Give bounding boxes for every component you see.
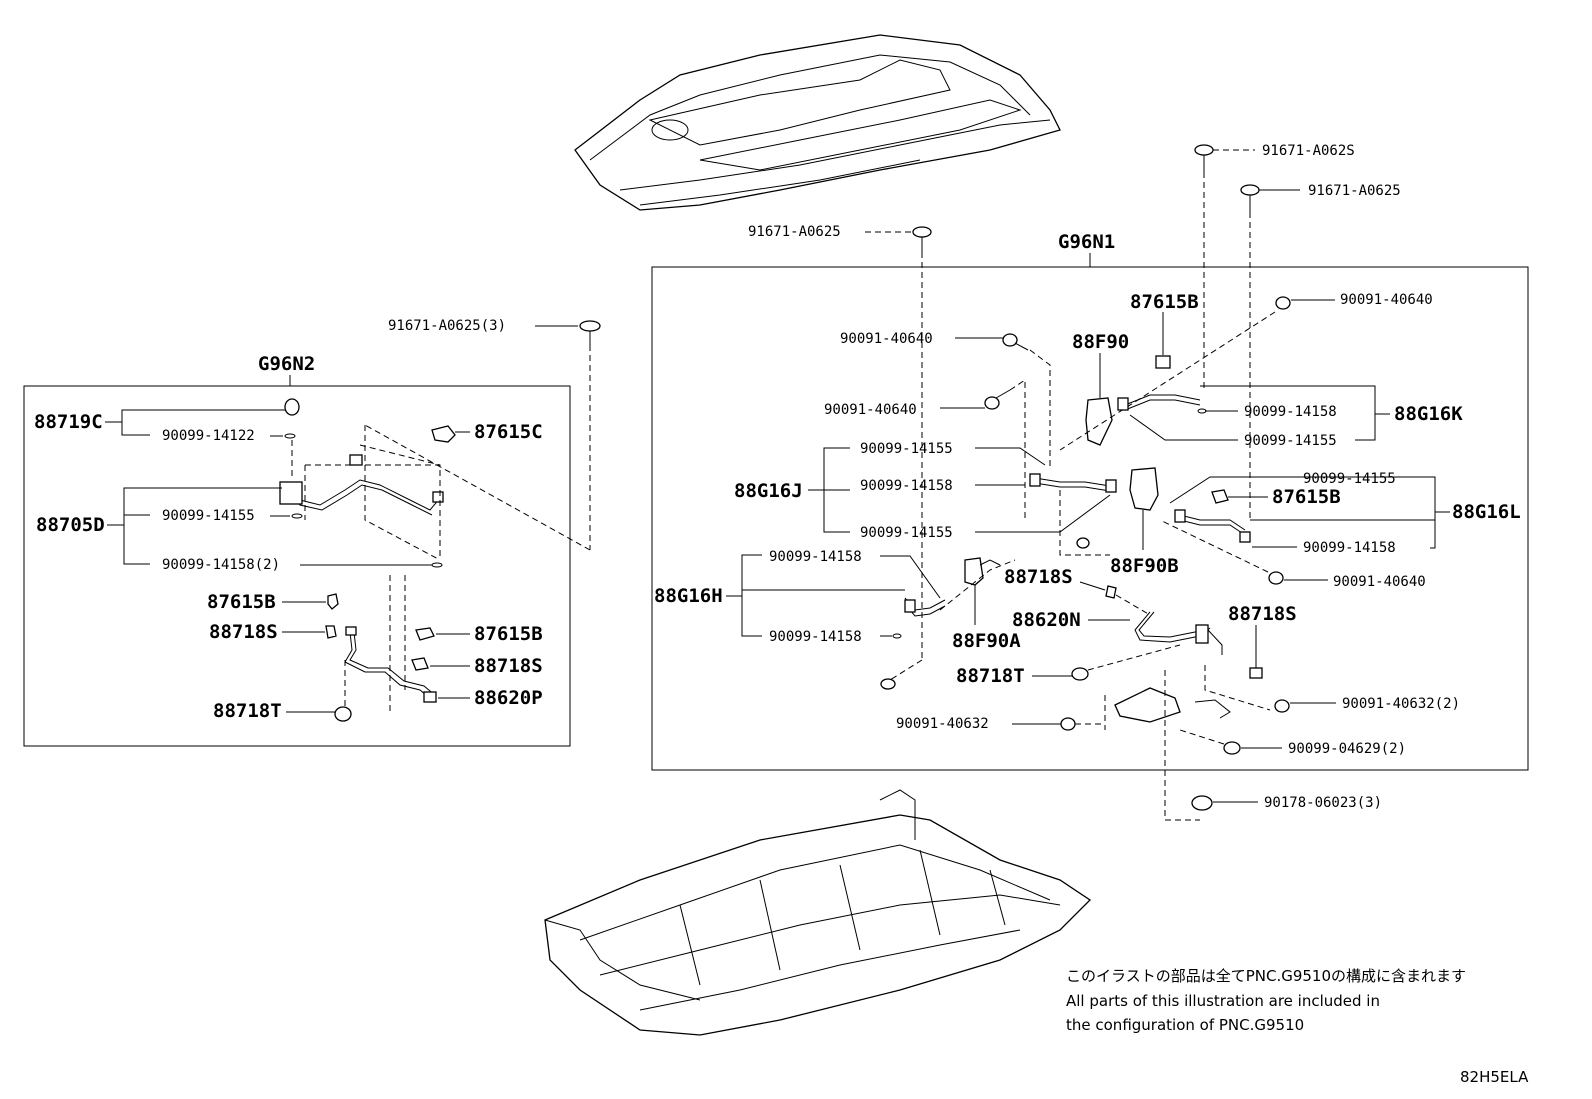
label-90091-40640-a: 90091-40640: [840, 331, 933, 347]
label-90091-40640-d: 90091-40640: [1333, 574, 1426, 590]
group-label-g96n1: G96N1: [1058, 231, 1115, 253]
battery-cover-illustration: [574, 34, 1061, 211]
label-90091-40640-b: 90091-40640: [824, 402, 917, 418]
label-91671-a062s: 91671-A062S: [1262, 143, 1355, 159]
label-91671-a0625-3: 91671-A0625(3): [388, 318, 506, 334]
label-88620p: 88620P: [474, 687, 543, 709]
label-90091-40640-c: 90091-40640: [1340, 292, 1433, 308]
label-90099-14155-l: 90099-14155: [1303, 471, 1396, 487]
label-90099-14155-k: 90099-14155: [1244, 433, 1337, 449]
label-90099-14158-2: 90099-14158(2): [162, 557, 280, 573]
label-87615b-l: 87615B: [1272, 486, 1341, 508]
label-90099-14155-j2: 90099-14155: [860, 525, 953, 541]
label-87615c: 87615C: [474, 421, 543, 443]
label-90178-06023-3: 90178-06023(3): [1264, 795, 1382, 811]
label-88718s-r2: 88718S: [1228, 603, 1297, 625]
label-88718s-r1: 88718S: [1004, 566, 1073, 588]
label-88f90: 88F90: [1072, 331, 1129, 353]
label-90099-14122: 90099-14122: [162, 428, 255, 444]
label-88g16j: 88G16J: [734, 480, 803, 502]
footer-note: このイラストの部品は全てPNC.G9510の構成に含まれます All parts…: [1066, 967, 1529, 1086]
illustration-code: 82H5ELA: [1460, 1068, 1529, 1086]
note-english-line-1: All parts of this illustration are inclu…: [1066, 992, 1380, 1010]
note-japanese: このイラストの部品は全てPNC.G9510の構成に含まれます: [1066, 967, 1466, 985]
group-label-g96n2: G96N2: [258, 353, 315, 375]
group-box-right: G96N1: [651, 231, 1529, 771]
label-88718s-b: 88718S: [474, 655, 543, 677]
label-88620n: 88620N: [1012, 609, 1081, 631]
label-88719c: 88719C: [34, 411, 103, 433]
label-88g16k: 88G16K: [1394, 403, 1463, 425]
label-90099-14155: 90099-14155: [162, 508, 255, 524]
label-90099-14158-j: 90099-14158: [860, 478, 953, 494]
left-group-parts: 91671-A0625(3) 88719C 90099-14122 87615C: [34, 318, 601, 722]
label-88f90b: 88F90B: [1110, 555, 1179, 577]
label-91671-a0625-c: 91671-A0625: [1308, 183, 1401, 199]
label-90099-14158-h1: 90099-14158: [769, 549, 862, 565]
label-90099-14155-j1: 90099-14155: [860, 441, 953, 457]
label-88705d: 88705D: [36, 514, 105, 536]
label-90091-40632: 90091-40632: [896, 716, 989, 732]
label-91671-a0625-a: 91671-A0625: [748, 224, 841, 240]
label-87615b-top: 87615B: [1130, 291, 1199, 313]
group-box-left: G96N2: [23, 353, 571, 747]
label-88718t-r: 88718T: [956, 665, 1025, 687]
label-88g16h: 88G16H: [654, 585, 723, 607]
label-87615b-b: 87615B: [474, 623, 543, 645]
label-88718t: 88718T: [213, 700, 282, 722]
label-88718s-a: 88718S: [209, 621, 278, 643]
label-90099-14158-l: 90099-14158: [1303, 540, 1396, 556]
label-90091-40632-2: 90091-40632(2): [1342, 696, 1460, 712]
label-90099-14158-k: 90099-14158: [1244, 404, 1337, 420]
label-90099-14158-h2: 90099-14158: [769, 629, 862, 645]
right-group-parts: 91671-A0625 91671-A062S 91671-A0625 8761…: [654, 143, 1521, 821]
label-87615b-a: 87615B: [207, 591, 276, 613]
note-english-line-2: the configuration of PNC.G9510: [1066, 1016, 1304, 1034]
label-90099-04629-2: 90099-04629(2): [1288, 741, 1406, 757]
battery-frame-illustration: [544, 789, 1092, 1036]
label-88f90a: 88F90A: [952, 630, 1021, 652]
label-88g16l: 88G16L: [1452, 501, 1521, 523]
bolt-icon: [579, 320, 601, 345]
